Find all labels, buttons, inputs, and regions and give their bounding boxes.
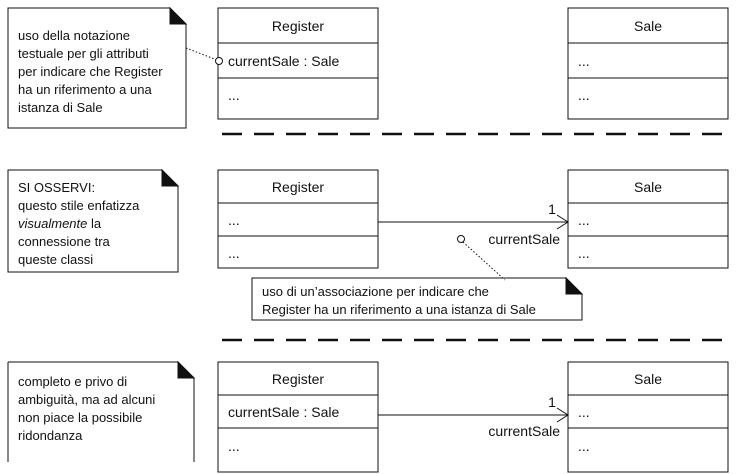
- register-3-box: [217, 361, 379, 473]
- association-note-line-2: Register ha un riferimento a una istanza…: [262, 302, 536, 317]
- register-1-name: Register: [272, 18, 324, 34]
- note-3-text: completo e privo di ambiguità, ma ad alc…: [18, 374, 155, 443]
- sale-3-name: Sale: [634, 371, 662, 387]
- note-1-line-3: per indicare che Register: [18, 64, 163, 79]
- sale-1-operations: ...: [578, 87, 590, 103]
- sale-1-box: [567, 7, 729, 120]
- association-note-fold: [565, 276, 584, 295]
- note-2-line-1: SI OSSERVI:: [18, 180, 95, 195]
- note-1-fold: [169, 6, 188, 25]
- sale-3-attribute: ...: [578, 404, 590, 420]
- note-3-line-3: non piace la possibile: [18, 410, 142, 425]
- note-2-line-2: questo stile enfatizza: [18, 198, 140, 213]
- register-2-box: [217, 169, 379, 269]
- note-2-after-italic: la: [87, 216, 102, 231]
- association-note-line-1: uso di un’associazione per indicare che: [262, 284, 489, 299]
- note-2-line-3: visualmente la: [18, 216, 102, 231]
- note-1-box: [7, 7, 187, 129]
- association-arrowhead-3: [556, 407, 569, 423]
- note-2-line-4: connessione tra: [18, 234, 111, 249]
- note-2-box: [7, 169, 179, 273]
- register-3-attribute: currentSale : Sale: [228, 404, 339, 420]
- sale-3-operations: ...: [578, 438, 590, 454]
- sale-2-operations: ...: [578, 245, 590, 261]
- note-1-line-1: uso della notazione: [18, 28, 130, 43]
- note-1-line-2: testuale per gli attributi: [18, 46, 149, 61]
- association-3-role: currentSale: [488, 423, 560, 439]
- association-note-box: [251, 277, 583, 321]
- note-2-italic-word: visualmente: [18, 216, 87, 231]
- association-2-role: currentSale: [488, 231, 560, 247]
- sale-1-attribute: ...: [578, 53, 590, 69]
- register-2-attribute: ...: [228, 212, 240, 228]
- note-1-anchor-circle: [215, 57, 223, 65]
- note-3-line-4: ridondanza: [18, 428, 83, 443]
- note-1-anchor-line: [185, 47, 218, 61]
- note-3-fold: [177, 360, 196, 379]
- register-1-attribute: currentSale : Sale: [228, 53, 339, 69]
- note-1-line-4: ha un riferimento a una: [18, 82, 152, 97]
- register-1-operations: ...: [228, 87, 240, 103]
- sale-2-box: [567, 169, 729, 269]
- register-3-name: Register: [272, 371, 324, 387]
- register-3-operations: ...: [228, 438, 240, 454]
- association-2-multiplicity: 1: [548, 201, 556, 217]
- register-2-operations: ...: [228, 245, 240, 261]
- note-3-line-1: completo e privo di: [18, 374, 127, 389]
- note-2-line-5: queste classi: [18, 252, 93, 267]
- sale-2-name: Sale: [634, 179, 662, 195]
- association-note-anchor-circle: [457, 235, 465, 243]
- note-1-line-5: istanza di Sale: [18, 100, 103, 115]
- note-2-text: SI OSSERVI: questo stile enfatizza visua…: [18, 180, 140, 267]
- note-2-fold: [161, 168, 180, 187]
- association-arrowhead-2: [556, 214, 569, 230]
- register-1-box: [217, 7, 379, 120]
- sale-2-attribute: ...: [578, 212, 590, 228]
- register-2-name: Register: [272, 179, 324, 195]
- sale-1-name: Sale: [634, 18, 662, 34]
- note-1-text: uso della notazione testuale per gli att…: [18, 28, 163, 115]
- sale-3-box: [567, 361, 729, 473]
- note-3-line-2: ambiguità, ma ad alcuni: [18, 392, 155, 407]
- association-note-anchor-line: [462, 241, 506, 281]
- association-3-multiplicity: 1: [548, 394, 556, 410]
